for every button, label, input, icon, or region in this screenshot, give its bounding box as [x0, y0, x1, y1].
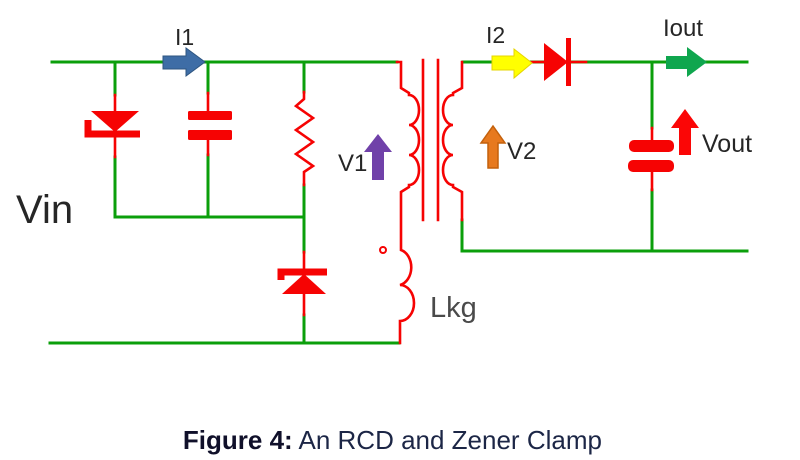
- figure-caption: Figure 4: An RCD and Zener Clamp: [154, 394, 602, 460]
- figure-caption-number: Figure 4:: [182, 425, 293, 455]
- i2-current-arrow-icon: [491, 47, 533, 80]
- iout-current-arrow-icon: [666, 47, 707, 77]
- clamp-cap-plate-top: [188, 111, 232, 120]
- lkg-label: Lkg: [430, 292, 477, 324]
- output-cap-plate-top: [629, 140, 674, 152]
- transformer-secondary-winding: [441, 60, 464, 222]
- clamp-cap-plate-bottom: [188, 130, 232, 140]
- v2-label: V2: [507, 138, 536, 165]
- i1-label: I1: [175, 24, 194, 50]
- vin-label: Vin: [16, 188, 73, 232]
- input-zener-diode-triangle: [91, 111, 139, 132]
- i2-label: I2: [486, 22, 505, 48]
- transformer-core: [421, 58, 440, 222]
- iout-label: Iout: [663, 15, 703, 42]
- figure-caption-text: An RCD and Zener Clamp: [292, 425, 602, 455]
- transformer-primary-and-lkg-winding: [395, 60, 421, 345]
- clamp-zener-diode-triangle: [282, 274, 326, 294]
- vout-voltage-arrow-icon: [671, 109, 699, 155]
- input-zener-diode-bar: [84, 120, 140, 138]
- output-cap-plate-bottom: [628, 160, 674, 172]
- transformer-polarity-dot-icon: [379, 246, 387, 254]
- v1-label: V1: [338, 150, 367, 177]
- v1-voltage-arrow-icon: [364, 134, 392, 180]
- output-diode-triangle: [544, 43, 568, 81]
- v2-voltage-arrow-icon: [479, 124, 507, 169]
- vout-label: Vout: [702, 130, 752, 158]
- wire-output-bottom: [460, 218, 749, 253]
- i1-current-arrow-icon: [162, 47, 206, 77]
- output-diode-bar: [566, 38, 571, 86]
- wire-input-zener-branch: [113, 60, 306, 219]
- clamp-resistor-zigzag: [293, 90, 316, 187]
- clamp-zener-diode-bar: [277, 268, 327, 280]
